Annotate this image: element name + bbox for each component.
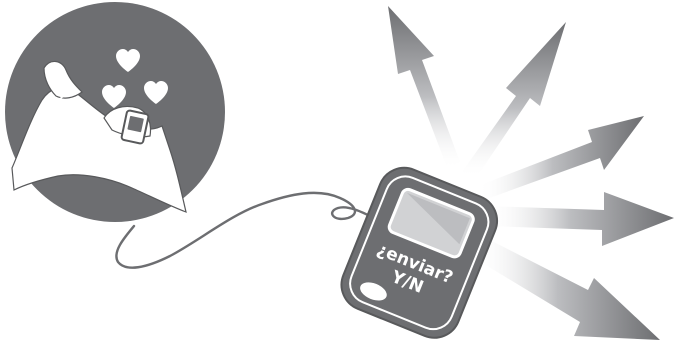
small-phone-screen bbox=[127, 116, 144, 133]
arrow-icon bbox=[474, 236, 660, 340]
circle-illustration bbox=[5, 2, 225, 222]
